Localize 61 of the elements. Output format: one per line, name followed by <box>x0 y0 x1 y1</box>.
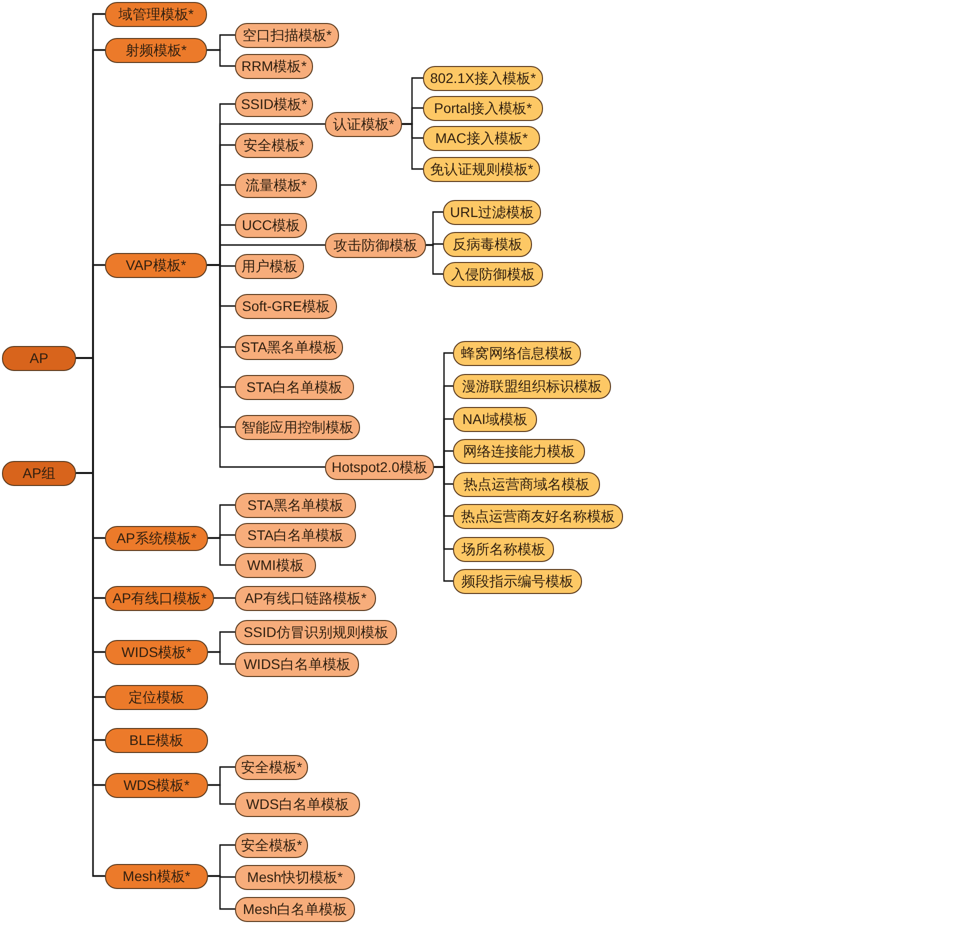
template-box: SSID模板* <box>235 92 313 116</box>
template-box: 漫游联盟组织标识模板 <box>453 374 611 398</box>
connector-line <box>214 597 235 599</box>
template-box: 安全模板* <box>235 132 313 158</box>
template-box: 射频模板* <box>105 38 207 62</box>
template-box: RRM模板* <box>235 54 313 78</box>
template-box: STA黑名单模板 <box>235 492 356 518</box>
template-box: 认证模板* <box>325 112 402 136</box>
template-box: 反病毒模板 <box>443 232 532 256</box>
template-box: 蜂窝网络信息模板 <box>453 340 581 366</box>
template-box: AP有线口模板* <box>105 586 214 610</box>
template-box: Portal接入模板* <box>423 96 543 120</box>
template-box: BLE模板 <box>105 728 208 752</box>
template-box: WDS模板* <box>105 772 208 798</box>
template-box: 热点运营商友好名称模板 <box>453 504 623 528</box>
template-box: 安全模板* <box>235 832 308 858</box>
template-box: 域管理模板* <box>105 2 207 26</box>
connector-line <box>208 784 235 805</box>
template-box: AP有线口链路模板* <box>235 586 376 610</box>
template-box: 空口扫描模板* <box>235 22 339 48</box>
connector-line <box>208 537 235 566</box>
template-box: WDS白名单模板 <box>235 792 360 816</box>
template-box: 热点运营商域名模板 <box>453 472 600 496</box>
connector-line <box>402 123 423 170</box>
template-box: VAP模板* <box>105 252 207 278</box>
root-box: AP组 <box>2 460 76 486</box>
template-box: 用户模板 <box>235 254 304 278</box>
template-box: STA黑名单模板 <box>235 334 343 360</box>
connector-line <box>426 244 443 275</box>
root-box: AP <box>2 346 76 370</box>
template-box: STA白名单模板 <box>235 374 354 400</box>
template-box: STA白名单模板 <box>235 522 356 548</box>
connector-line <box>208 651 235 665</box>
connector-line <box>208 875 235 910</box>
template-box: URL过滤模板 <box>443 200 541 224</box>
template-box: 定位模板 <box>105 684 208 710</box>
template-box: Soft-GRE模板 <box>235 294 337 318</box>
template-box: SSID仿冒识别规则模板 <box>235 620 397 644</box>
template-box: UCC模板 <box>235 212 307 238</box>
template-box: Mesh快切模板* <box>235 864 355 890</box>
template-box: Mesh模板* <box>105 864 208 888</box>
template-box: WIDS模板* <box>105 640 208 664</box>
template-box: Hotspot2.0模板 <box>325 454 434 480</box>
template-box: 流量模板* <box>235 172 317 198</box>
template-box: MAC接入模板* <box>423 126 540 150</box>
template-box: WIDS白名单模板 <box>235 652 359 676</box>
template-box: 频段指示编号模板 <box>453 568 582 594</box>
template-box: Mesh白名单模板 <box>235 896 355 922</box>
template-box: 安全模板* <box>235 754 308 780</box>
template-box: 免认证规则模板* <box>423 156 540 182</box>
template-box: AP系统模板* <box>105 526 208 550</box>
template-box: 场所名称模板 <box>453 536 554 562</box>
template-box: 网络连接能力模板 <box>453 438 585 464</box>
template-box: 攻击防御模板 <box>325 232 426 258</box>
connector-line <box>207 49 235 67</box>
template-box: 智能应用控制模板 <box>235 414 360 440</box>
template-box: WMI模板 <box>235 552 316 578</box>
template-box: 802.1X接入模板* <box>423 66 543 90</box>
template-box: NAI域模板 <box>453 406 537 432</box>
template-box: 入侵防御模板 <box>443 262 543 286</box>
connector-line <box>207 264 325 468</box>
